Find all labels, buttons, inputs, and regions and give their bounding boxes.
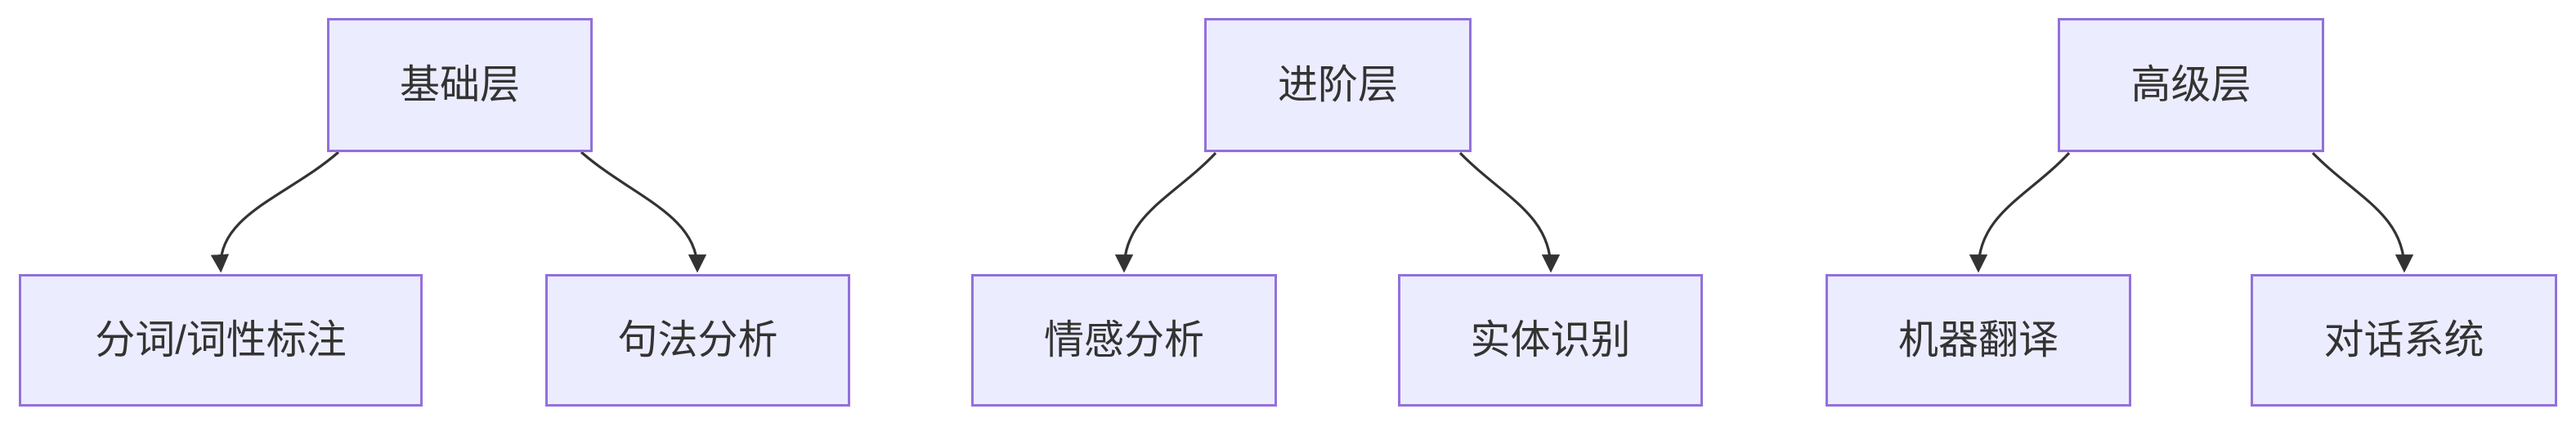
node-label: 实体识别 [1470,317,1631,362]
node-label: 对话系统 [2323,317,2484,362]
edge-foundation-to-syntax [580,151,707,273]
edge-advanced-to-dialogue [2311,151,2414,273]
node-label: 高级层 [2130,62,2251,107]
node-label: 分词/词性标注 [95,317,347,362]
node-entity-recognition: 实体识别 [1398,274,1703,407]
node-foundation-layer: 基础层 [327,18,593,152]
edge-intermediate-to-entity [1458,151,1561,273]
node-label: 机器翻译 [1897,317,2059,362]
edge-foundation-to-segmentation [210,151,340,273]
node-dialogue-system: 对话系统 [2251,274,2557,407]
node-intermediate-layer: 进阶层 [1204,18,1472,152]
node-label: 情感分析 [1043,317,1204,362]
node-label: 进阶层 [1277,62,1398,107]
edge-intermediate-to-sentiment [1114,151,1217,273]
node-advanced-layer: 高级层 [2058,18,2324,152]
node-label: 句法分析 [617,317,778,362]
edge-advanced-to-translation [1969,151,2071,273]
node-label: 基础层 [399,62,520,107]
node-word-segmentation-pos-tagging: 分词/词性标注 [19,274,423,407]
node-machine-translation: 机器翻译 [1826,274,2131,407]
node-syntax-analysis: 句法分析 [545,274,850,407]
node-sentiment-analysis: 情感分析 [971,274,1277,407]
